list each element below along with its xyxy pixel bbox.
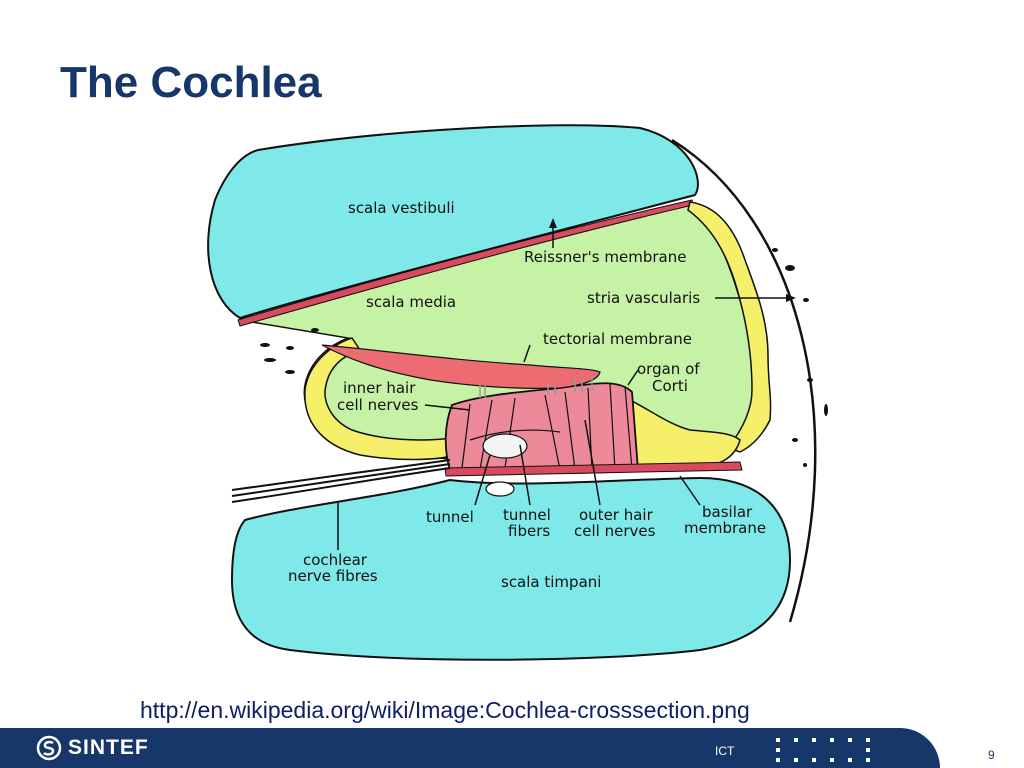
source-link[interactable]: http://en.wikipedia.org/wiki/Image:Cochl… (140, 697, 750, 723)
label-inner-hair-line2: cell nerves (337, 396, 419, 414)
label-tunnel-fibers-line2: fibers (508, 522, 550, 540)
label-tectorial-membrane: tectorial membrane (543, 330, 692, 348)
label-outer-hair-line2: cell nerves (574, 522, 656, 540)
stria-vascularis-shape (687, 201, 772, 453)
label-organ-of-corti-line2: Corti (652, 377, 688, 395)
label-tunnel: tunnel (426, 508, 474, 526)
page-number: 9 (988, 748, 995, 762)
outer-wall (671, 138, 817, 623)
footer-dots-pattern (776, 738, 870, 762)
label-basilar-line1: basilar (702, 503, 753, 521)
tunnel-shape (482, 433, 528, 459)
label-cochlear-line2: nerve fibres (288, 567, 378, 585)
scala-timpani-region (230, 476, 792, 661)
nerve-fibres (231, 459, 451, 503)
label-outer-hair-line1: outer hair (579, 506, 654, 524)
pointer-arrowheads (549, 218, 796, 302)
label-scala-vestibuli: scala vestibuli (348, 199, 455, 217)
scala-vestibuli-region (207, 124, 699, 320)
tunnel-space (485, 481, 515, 497)
label-cochlear-line1: cochlear (303, 551, 368, 569)
bone-marks (260, 248, 828, 467)
stereocilia (479, 376, 593, 398)
label-tunnel-fibers-line1: tunnel (503, 506, 551, 524)
label-scala-timpani: scala timpani (501, 573, 601, 591)
label-stria-vascularis: stria vascularis (587, 289, 700, 307)
label-inner-hair-line1: inner hair (343, 379, 416, 397)
logo-text: SINTEF (68, 736, 149, 759)
department-label: ICT (715, 744, 735, 758)
sintef-logo-icon (36, 735, 62, 761)
footer-background (0, 728, 940, 768)
slide-title: The Cochlea (60, 58, 322, 107)
organ-cell-lines (461, 383, 633, 471)
sintef-logo: SINTEF (36, 735, 149, 761)
label-scala-media: scala media (366, 293, 456, 311)
label-organ-of-corti-line1: organ of (637, 360, 700, 378)
pointer-lines (337, 222, 790, 550)
label-reissners-membrane: Reissner's membrane (524, 248, 686, 266)
tectorial-membrane-shape (321, 344, 601, 389)
label-basilar-line2: membrane (684, 519, 766, 537)
footer-bar: SINTEF ICT 9 (0, 728, 1024, 768)
